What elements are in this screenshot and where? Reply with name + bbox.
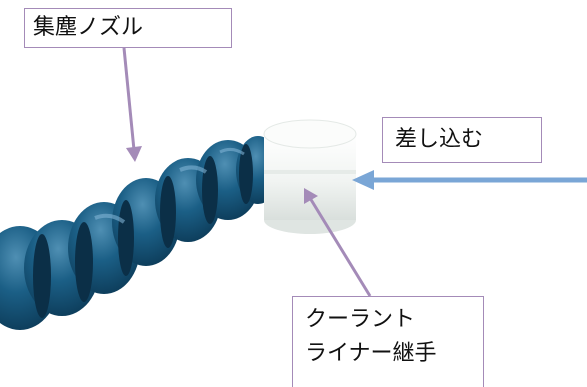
callout-pointers (122, 47, 372, 297)
nozzle-label: 集塵ノズル (33, 15, 144, 40)
nozzle-callout: 集塵ノズル (24, 8, 232, 48)
hose-joint-ring (75, 222, 93, 302)
coupling-label-line1: クーラント (305, 307, 416, 332)
nozzle-pointer-line (122, 47, 136, 151)
nozzle-pointer-head (126, 146, 142, 162)
blue-segmented-hose (0, 136, 280, 330)
hose-joint-ring (33, 234, 51, 318)
insert-callout: 差し込む (382, 117, 542, 163)
insert-arrow (352, 170, 587, 190)
hose-joint-ring (160, 176, 176, 248)
hose-joint-ring (118, 200, 134, 276)
hose-joint-ring (239, 144, 253, 204)
hose-joint-ring (202, 156, 218, 224)
coupling-callout: クーラント ライナー継手 (292, 296, 484, 387)
white-coupling (263, 119, 357, 234)
insert-label: 差し込む (395, 127, 484, 152)
coupling-label-line2: ライナー継手 (305, 341, 437, 366)
coupling-pointer-head (304, 188, 318, 204)
coupling-pointer-line (308, 197, 372, 297)
